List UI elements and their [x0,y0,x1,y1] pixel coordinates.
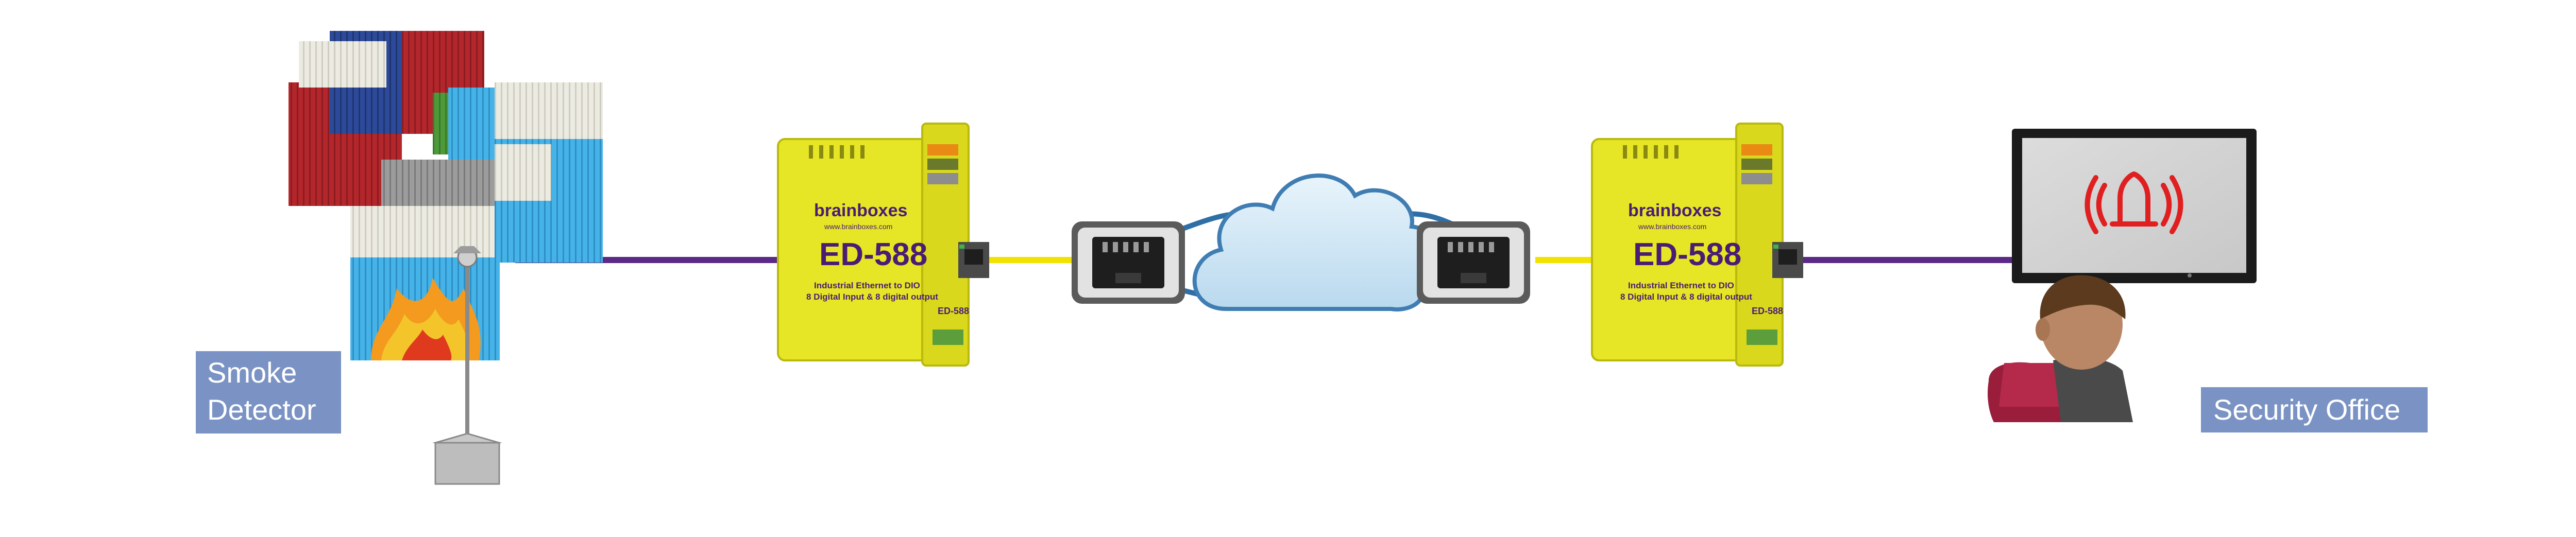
bell-alarm-icon [2084,171,2183,234]
ethernet-port-right-icon [1417,221,1530,304]
device-description-line2: 8 Digital Input & 8 digital output [806,292,938,302]
smoke-detector-icon [432,246,502,485]
smoke-detector-label: Smoke Detector [196,351,341,434]
side-model-label: ED-588 [938,306,969,316]
smoke-detector-label-line1: Smoke [207,356,297,389]
person-icon [1988,275,2133,422]
device-description-line2: 8 Digital Input & 8 digital output [1620,292,1752,302]
smoke-detector-label-line2: Detector [207,393,316,426]
fire-icon [371,278,481,360]
device-description-line1: Industrial Ethernet to DIO [1628,281,1734,290]
io-module-left: brainboxes www.brainboxes.com ED-588 Ind… [777,123,989,367]
model-label: ED-588 [1633,237,1741,272]
side-model-label: ED-588 [1752,306,1783,316]
io-module-right: brainboxes www.brainboxes.com ED-588 Ind… [1591,123,1803,367]
brand-logo-text: brainboxes [814,201,907,220]
ethernet-port-left-icon [1072,221,1185,304]
device-description-line1: Industrial Ethernet to DIO [814,281,920,290]
brand-website: www.brainboxes.com [824,222,892,231]
brand-website: www.brainboxes.com [1638,222,1706,231]
security-office-label: Security Office [2201,387,2428,432]
cloud-icon [1192,174,1440,311]
monitor-icon [2012,129,2257,283]
security-office-label-text: Security Office [2213,393,2401,426]
brand-logo-text: brainboxes [1628,201,1721,220]
model-label: ED-588 [819,237,927,272]
